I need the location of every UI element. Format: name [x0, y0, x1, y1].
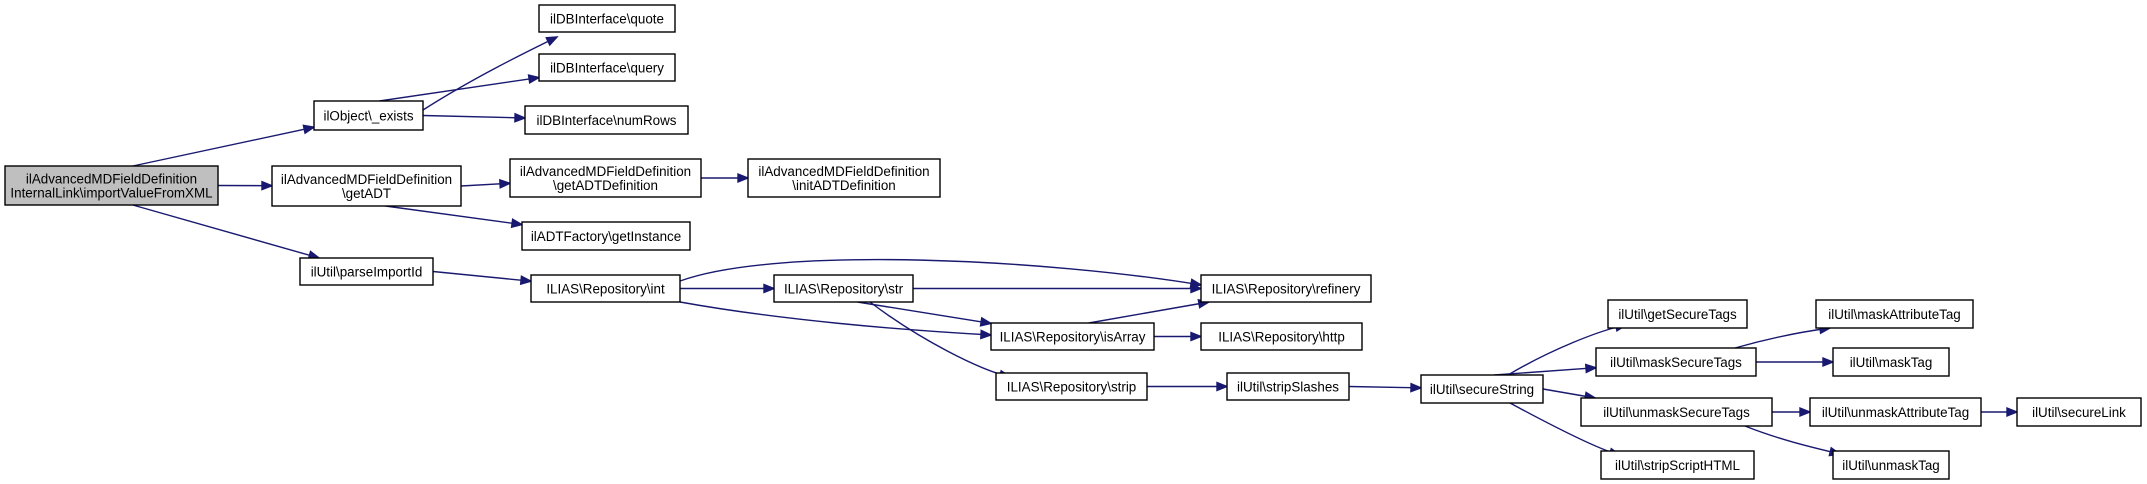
node-label: ilUtil\parseImportId [311, 265, 423, 280]
node-securestring[interactable]: ilUtil\secureString [1420, 374, 1544, 404]
edge-masksecuretags-to-masktag [1756, 356, 1835, 368]
node-maskattributetag[interactable]: ilUtil\maskAttributeTag [1815, 299, 1974, 329]
node-label: ilUtil\unmaskAttributeTag [1822, 405, 1969, 420]
node-repo-int[interactable]: ILIAS\Repository\int [530, 274, 681, 303]
edge-repo_strip-to-stripslashes [1147, 381, 1229, 392]
node-masksecuretags[interactable]: ilUtil\maskSecureTags [1595, 347, 1757, 377]
edge-parseimportid-to-repo_int [432, 270, 533, 286]
edge-getadt-to-getinstance [385, 205, 524, 229]
node-label: ILIAS\Repository\int [546, 282, 665, 297]
edge-root-to-getadt [217, 180, 274, 191]
edge-stripslashes-to-securestring [1348, 382, 1423, 393]
node-label: ilObject\_exists [323, 109, 413, 124]
node-repo-refinery[interactable]: ILIAS\Repository\refinery [1200, 274, 1372, 303]
node-label: ilDBInterface\quote [550, 12, 664, 27]
node-label: ilUtil\maskTag [1850, 355, 1933, 370]
edge-repo_int-to-repo_refinery [679, 258, 1203, 289]
node-quote[interactable]: ilDBInterface\quote [538, 4, 676, 33]
node-root[interactable]: ilAdvancedMDFieldDefinitionInternalLink\… [4, 165, 219, 206]
edge-root-to-parseimportid [132, 204, 321, 260]
node-getadt[interactable]: ilAdvancedMDFieldDefinition\getADT [271, 165, 462, 207]
node-label: \getADTDefinition [553, 178, 658, 193]
edge-root-to-exists [132, 124, 316, 167]
node-repo-str[interactable]: ILIAS\Repository\str [773, 274, 914, 303]
edge-exists-to-quote [422, 36, 559, 111]
node-repo-strip[interactable]: ILIAS\Repository\strip [995, 372, 1148, 401]
edge-unmasksecuretags-to-unmasktag [1744, 425, 1842, 457]
node-label: ILIAS\Repository\http [1218, 330, 1345, 345]
node-label: ilDBInterface\numRows [537, 113, 677, 128]
node-label: ilUtil\stripScriptHTML [1615, 458, 1740, 473]
node-label: ilAdvancedMDFieldDefinition [520, 164, 691, 179]
node-numrows[interactable]: ilDBInterface\numRows [524, 105, 689, 135]
node-label: ILIAS\Repository\isArray [1000, 330, 1146, 345]
edge-securestring-to-masksecuretags [1494, 363, 1598, 376]
edge-getadtdef-to-initadtdef [701, 172, 750, 184]
node-label: ILIAS\Repository\strip [1007, 380, 1137, 395]
node-securelink[interactable]: ilUtil\secureLink [2016, 397, 2142, 427]
node-unmaskattributetag[interactable]: ilUtil\unmaskAttributeTag [1809, 397, 1982, 427]
edge-repo_str-to-repo_isarray [857, 301, 993, 327]
node-label: ilUtil\maskAttributeTag [1828, 307, 1960, 322]
node-query[interactable]: ilDBInterface\query [538, 53, 676, 82]
node-getinstance[interactable]: ilADTFactory\getInstance [521, 221, 691, 251]
node-stripslashes[interactable]: ilUtil\stripSlashes [1226, 372, 1350, 401]
edge-repo_str-to-repo_refinery [913, 283, 1203, 294]
node-label: ilUtil\secureString [1430, 382, 1534, 397]
edge-unmasksecuretags-to-unmaskattributetag [1772, 406, 1812, 418]
edge-repo_str-to-repo_strip [869, 301, 1012, 380]
node-label: ilAdvancedMDFieldDefinition [758, 164, 929, 179]
edge-repo_int-to-repo_str [680, 283, 776, 294]
node-label: ilUtil\secureLink [2032, 405, 2126, 420]
node-label: ILIAS\Repository\refinery [1212, 282, 1361, 297]
edge-repo_isarray-to-repo_refinery [1088, 298, 1211, 324]
node-exists[interactable]: ilObject\_exists [313, 100, 424, 131]
node-label: InternalLink\importValueFromXML [10, 186, 212, 201]
node-repo-isarray[interactable]: ILIAS\Repository\isArray [990, 322, 1155, 351]
node-label: ilUtil\stripSlashes [1237, 380, 1339, 395]
node-getadtdef[interactable]: ilAdvancedMDFieldDefinition\getADTDefini… [509, 158, 702, 198]
edge-unmaskattributetag-to-securelink [1981, 406, 2019, 418]
node-label: ilDBInterface\query [550, 61, 664, 76]
edge-exists-to-query [379, 74, 541, 102]
node-masktag[interactable]: ilUtil\maskTag [1832, 347, 1950, 377]
node-parseimportid[interactable]: ilUtil\parseImportId [299, 257, 434, 286]
node-repo-http[interactable]: ILIAS\Repository\http [1200, 322, 1363, 351]
nodes-layer: ilAdvancedMDFieldDefinitionInternalLink\… [4, 4, 2142, 480]
node-unmasksecuretags[interactable]: ilUtil\unmaskSecureTags [1580, 397, 1773, 427]
edge-masksecuretags-to-maskattributetag [1734, 324, 1832, 349]
node-label: \initADTDefinition [792, 178, 895, 193]
node-initadtdef[interactable]: ilAdvancedMDFieldDefinition\initADTDefin… [747, 158, 941, 198]
node-label: ilUtil\maskSecureTags [1610, 355, 1742, 370]
edge-getadt-to-getadtdef [460, 178, 512, 189]
node-label: ilUtil\unmaskSecureTags [1603, 405, 1750, 420]
node-label: ilADTFactory\getInstance [531, 229, 681, 244]
node-label: ilAdvancedMDFieldDefinition [281, 172, 452, 187]
edge-exists-to-numrows [422, 112, 527, 123]
node-label: \getADT [342, 186, 391, 201]
node-getsecuretags[interactable]: ilUtil\getSecureTags [1607, 299, 1748, 329]
node-label: ilUtil\unmaskTag [1842, 458, 1940, 473]
node-label: ilAdvancedMDFieldDefinition [26, 172, 197, 187]
node-unmasktag[interactable]: ilUtil\unmaskTag [1832, 450, 1950, 480]
edge-repo_int-to-repo_isarray [679, 301, 993, 340]
node-label: ILIAS\Repository\str [784, 282, 904, 297]
node-stripscripthtml[interactable]: ilUtil\stripScriptHTML [1600, 450, 1755, 480]
edge-repo_isarray-to-repo_http [1154, 331, 1203, 342]
node-label: ilUtil\getSecureTags [1618, 307, 1737, 322]
